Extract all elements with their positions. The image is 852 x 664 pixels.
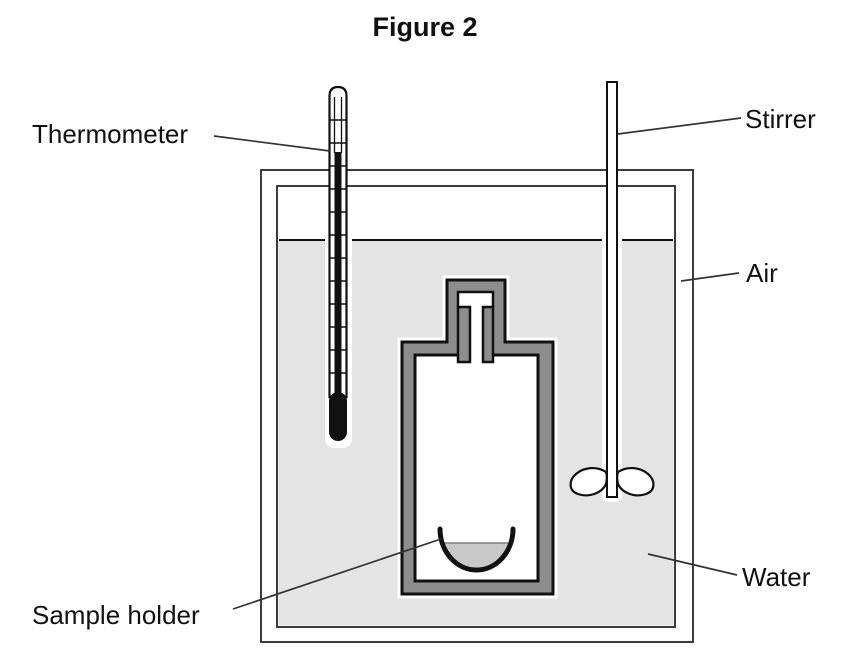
stirrer — [569, 81, 655, 502]
thermometer-scale-ticks — [330, 119, 346, 374]
pointer-lines — [213, 117, 742, 610]
thermometer-bulb — [329, 392, 347, 441]
label-water: Water — [742, 562, 811, 592]
neck-tube-wall-right — [481, 305, 495, 364]
label-air: Air — [746, 258, 778, 288]
stirrer-rod — [606, 81, 618, 498]
vessel-neck-opening-outline — [456, 290, 495, 307]
pointer-line-water — [647, 553, 738, 576]
mercury-column — [334, 152, 342, 397]
sample-dish — [437, 526, 516, 573]
reaction-vessel — [397, 275, 558, 599]
inner-container — [276, 185, 676, 628]
label-stirrer: Stirrer — [745, 104, 816, 134]
pointer-line-stirrer — [617, 117, 742, 135]
thermometer — [325, 85, 352, 448]
label-sample-holder: Sample holder — [32, 600, 200, 630]
figure-title: Figure 2 — [372, 12, 478, 42]
vessel-neck-opening — [458, 292, 493, 370]
pointer-line-air — [680, 272, 740, 282]
neck-tube-wall-left — [456, 305, 472, 364]
label-thermometer: Thermometer — [32, 119, 189, 149]
pointer-line-thermometer — [213, 135, 331, 152]
pointer-line-sample-holder — [232, 538, 442, 610]
